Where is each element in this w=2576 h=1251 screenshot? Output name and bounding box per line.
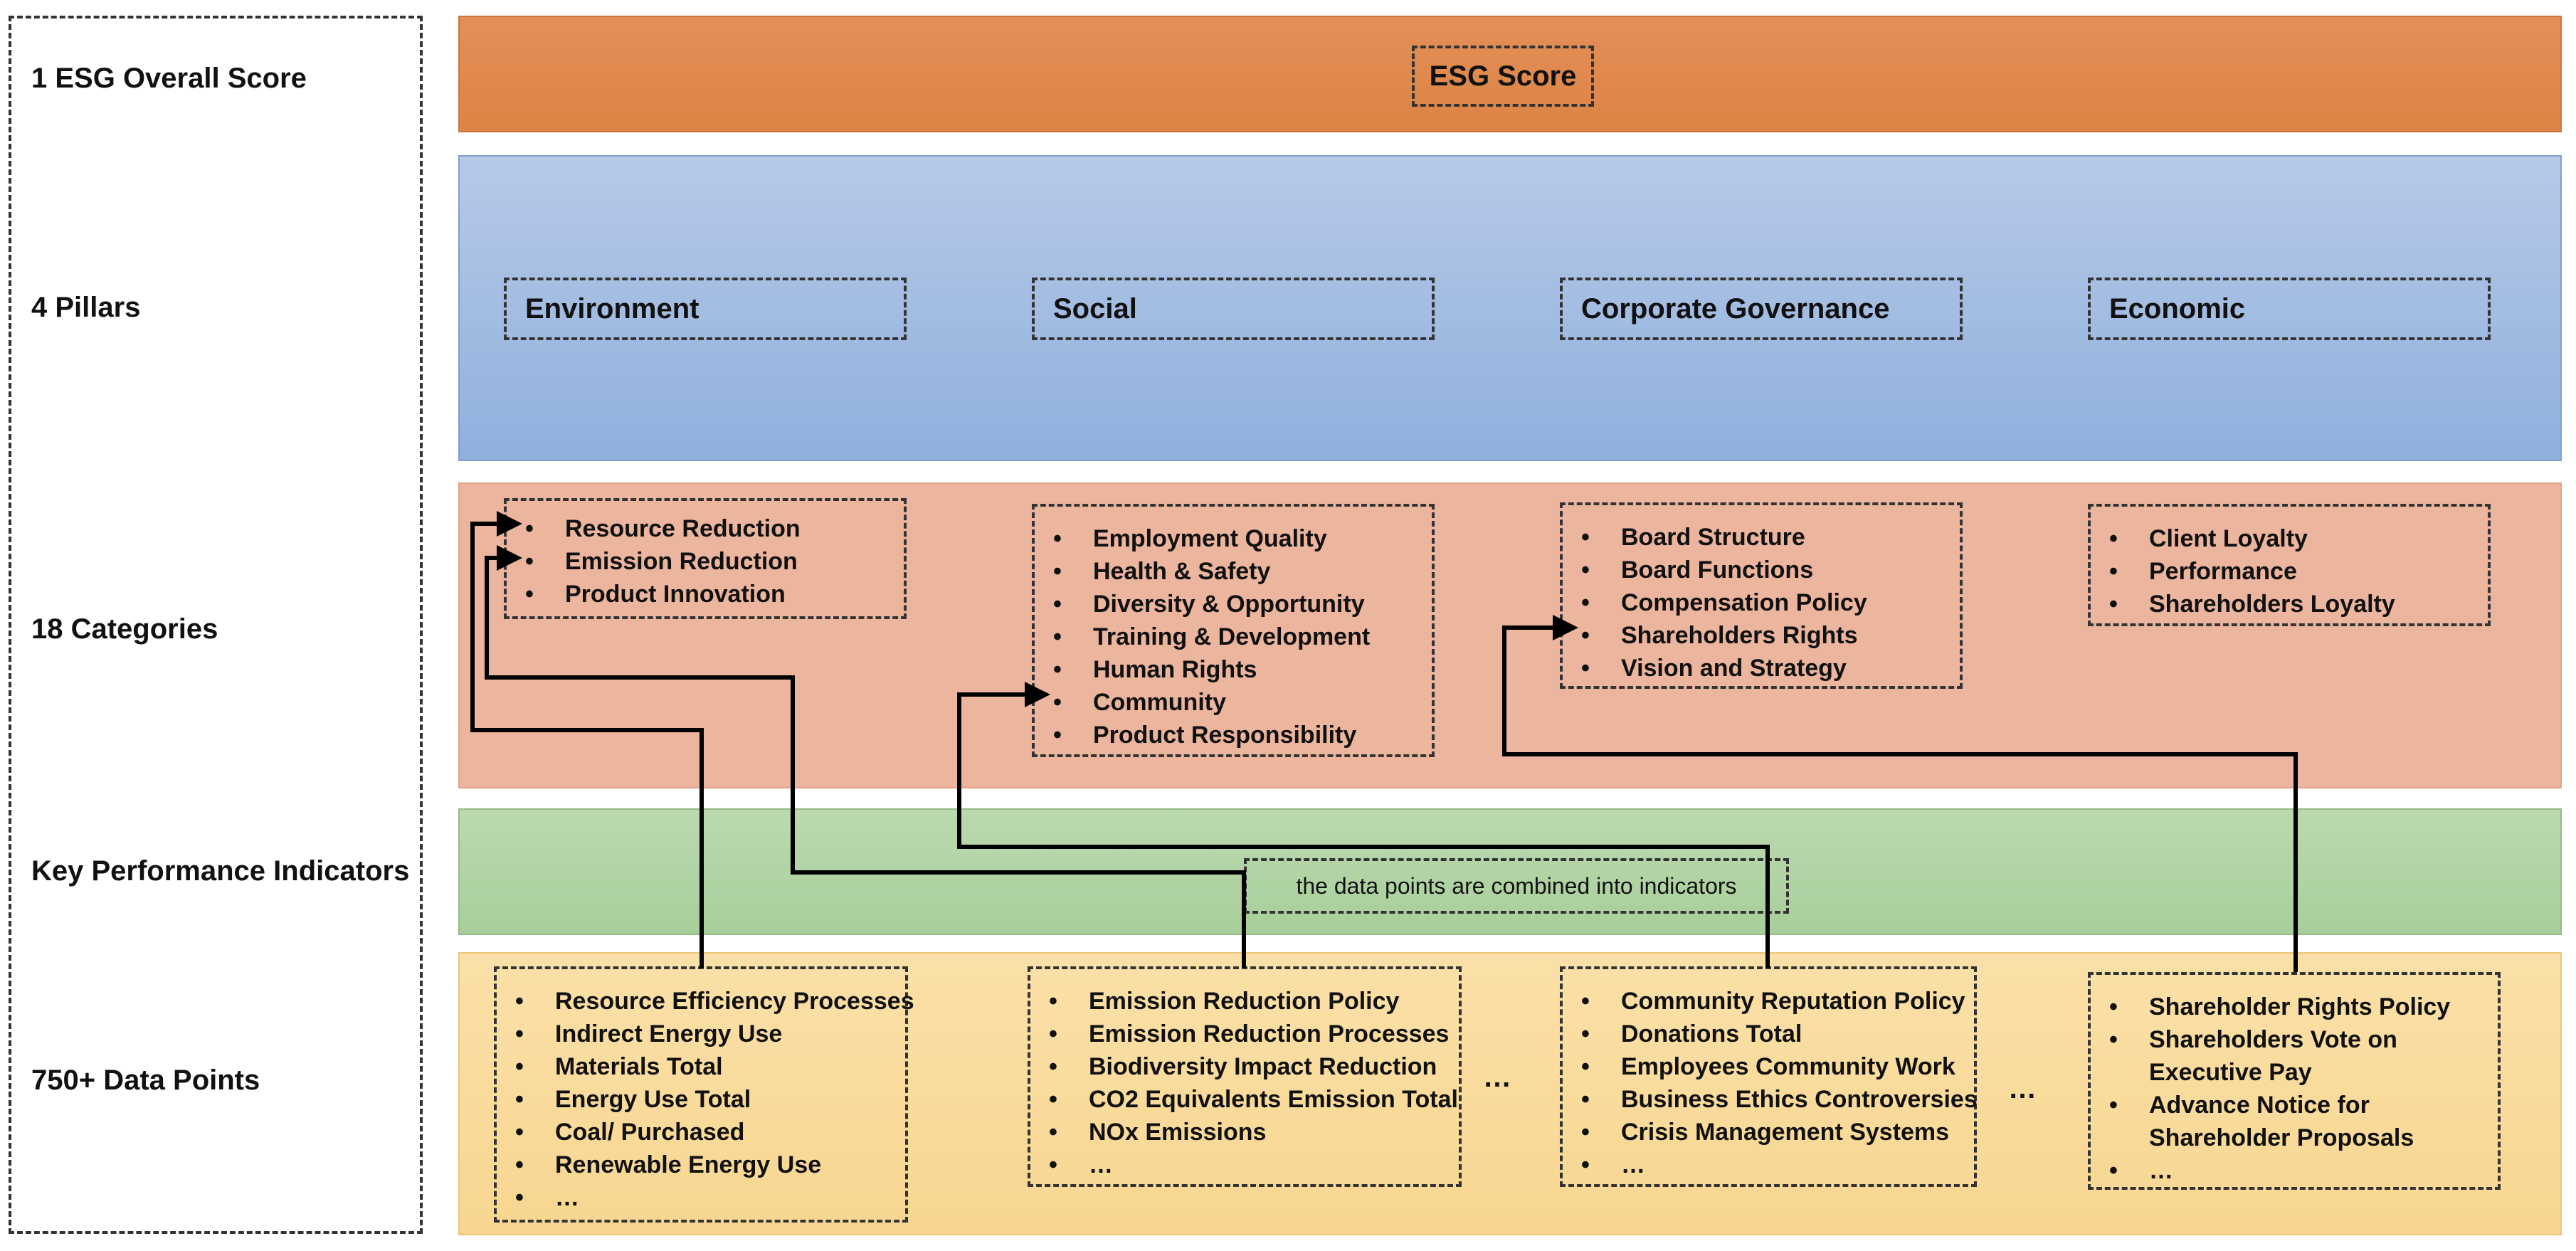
category-item: Performance — [2105, 555, 2488, 588]
data-point-item: … — [1045, 1149, 1459, 1181]
connector-emission-to-emission-reduction — [485, 545, 1246, 968]
ellipsis-mark: … — [1483, 1062, 1511, 1093]
pillar-social: Social — [1032, 278, 1435, 340]
data-points-environment-emission: Emission Reduction Policy Emission Reduc… — [1028, 966, 1462, 1187]
category-item: Vision and Strategy — [1577, 652, 1960, 685]
category-item: Product Innovation — [521, 578, 904, 611]
connector-shareholders-to-shareholders-rights — [1502, 615, 2298, 972]
category-item: Training & Development — [1049, 621, 1432, 653]
category-item: Resource Reduction — [521, 512, 904, 545]
data-point-item: … — [511, 1181, 905, 1214]
categories-social: Employment Quality Health & Safety Diver… — [1032, 504, 1435, 757]
level-labels-panel — [9, 16, 423, 1234]
data-point-item: Business Ethics Controversies — [1577, 1083, 1978, 1116]
data-point-item: Resource Efficiency Processes — [511, 985, 914, 1018]
esg-score-label: ESG Score — [1429, 60, 1577, 92]
pillars-band — [458, 155, 2562, 461]
esg-score-box: ESG Score — [1412, 46, 1594, 107]
pillar-governance: Corporate Governance — [1560, 278, 1963, 340]
row-label-categories: 18 Categories — [31, 613, 218, 645]
row-label-kpi: Key Performance Indicators — [31, 855, 410, 887]
category-item: Employment Quality — [1049, 522, 1432, 555]
category-item: Board Structure — [1577, 521, 1960, 554]
category-item: Client Loyalty — [2105, 522, 2488, 555]
category-item: Health & Safety — [1049, 555, 1432, 588]
pillar-economic-label: Economic — [2109, 293, 2246, 324]
data-point-item: Materials Total — [511, 1050, 905, 1083]
category-item: Community — [1049, 686, 1432, 719]
data-point-item: Shareholders Vote on — [2105, 1023, 2498, 1056]
row-label-overall: 1 ESG Overall Score — [31, 63, 307, 94]
data-point-item: NOx Emissions — [1045, 1116, 1459, 1149]
data-point-item: Shareholder Proposals — [2149, 1124, 2414, 1151]
data-point-item: Advance Notice for — [2105, 1089, 2498, 1121]
connector-community-to-community — [957, 682, 1770, 968]
pillar-economic: Economic — [2088, 278, 2491, 340]
category-item: Compensation Policy — [1577, 586, 1960, 619]
categories-economic: Client Loyalty Performance Shareholders … — [2088, 504, 2491, 626]
data-point-item: Emission Reduction Processes — [1045, 1018, 1459, 1050]
data-point-item: Executive Pay — [2149, 1059, 2312, 1086]
data-point-item: Shareholder Rights Policy — [2105, 991, 2498, 1023]
category-item: Shareholders Loyalty — [2105, 588, 2488, 621]
pillar-social-label: Social — [1053, 293, 1137, 324]
categories-environment: Resource Reduction Emission Reduction Pr… — [504, 498, 907, 619]
categories-governance: Board Structure Board Functions Compensa… — [1560, 502, 1963, 689]
data-points-social-community: Community Reputation Policy Donations To… — [1560, 966, 1978, 1187]
data-point-item: Energy Use Total — [511, 1083, 905, 1116]
data-point-item: Crisis Management Systems — [1577, 1116, 1974, 1149]
category-item: Emission Reduction — [521, 545, 904, 578]
data-point-item: Donations Total — [1577, 1018, 1974, 1050]
data-point-item: … — [2105, 1154, 2498, 1187]
data-point-item: Coal/ Purchased — [511, 1116, 905, 1149]
data-point-item: Employees Community Work — [1577, 1050, 1974, 1083]
data-point-item: Biodiversity Impact Reduction — [1045, 1050, 1459, 1083]
data-point-item: Community Reputation Policy — [1577, 985, 1974, 1018]
category-item: Human Rights — [1049, 653, 1432, 686]
category-item: Product Responsibility — [1049, 719, 1432, 751]
data-point-item: Indirect Energy Use — [511, 1018, 905, 1050]
row-label-datapoints: 750+ Data Points — [31, 1065, 260, 1096]
data-points-environment-resource: Resource Efficiency Processes Indirect E… — [494, 966, 914, 1223]
data-points-governance-shareholders: Shareholder Rights Policy Shareholders V… — [2088, 972, 2501, 1190]
category-item: Diversity & Opportunity — [1049, 588, 1432, 621]
data-point-item: … — [1577, 1149, 1974, 1181]
pillar-environment: Environment — [504, 278, 907, 340]
pillar-environment-label: Environment — [525, 293, 700, 324]
kpi-note-text: the data points are combined into indica… — [1296, 873, 1737, 899]
data-point-item: Renewable Energy Use — [511, 1149, 905, 1181]
data-point-item: CO2 Equivalents Emission Total — [1045, 1083, 1459, 1116]
kpi-note-box: the data points are combined into indica… — [1244, 858, 1789, 914]
ellipsis-mark: … — [2008, 1073, 2037, 1104]
pillar-governance-label: Corporate Governance — [1581, 293, 1890, 324]
score-band — [458, 16, 2562, 132]
category-item: Shareholders Rights — [1577, 619, 1960, 652]
row-label-pillars: 4 Pillars — [31, 292, 141, 323]
category-item: Board Functions — [1577, 554, 1960, 586]
connector-resource-to-resource-reduction — [470, 511, 704, 968]
data-point-item: Emission Reduction Policy — [1045, 985, 1459, 1018]
